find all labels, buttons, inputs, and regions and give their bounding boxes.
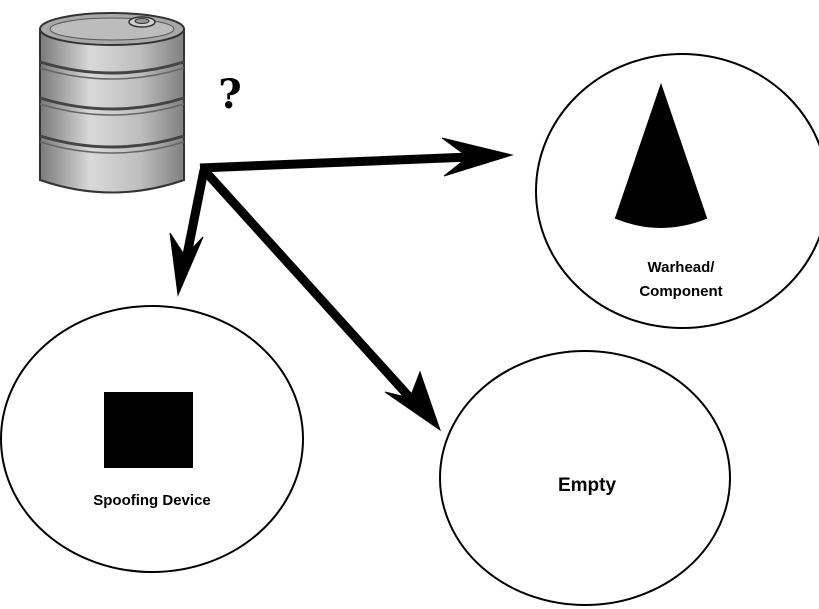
warhead-label-line2: Component [639,283,722,300]
arrow-to-warhead [199,137,514,177]
cone-icon [614,82,708,228]
empty-node: Empty [439,350,731,606]
square-icon [104,392,193,468]
spoofing-label: Spoofing Device [93,492,211,509]
arrow-to-spoofing [169,169,209,297]
spoofing-node: Spoofing Device [0,305,304,573]
drum-icon [39,12,185,194]
warhead-node: Warhead/ Component [535,53,819,329]
arrow-to-empty [200,166,441,432]
arrows [169,137,514,432]
warhead-label-line1: Warhead/ [648,259,716,276]
question-mark: ? [218,71,241,118]
empty-label: Empty [558,475,617,496]
